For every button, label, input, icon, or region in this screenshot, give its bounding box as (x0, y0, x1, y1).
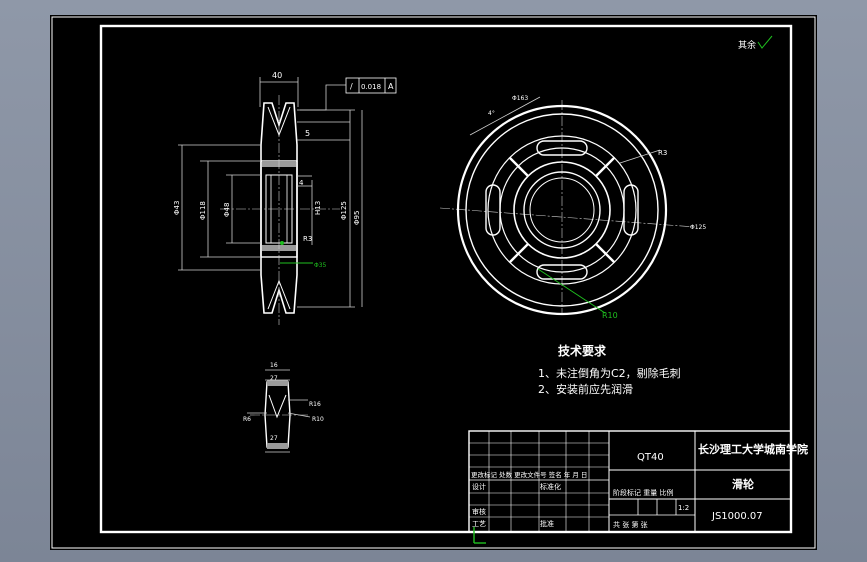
dim-r3: R3 (658, 149, 667, 157)
dim-circle-top: Φ163 (512, 95, 528, 102)
drawing-canvas: 其余 40 / 0.018 A 5 4 (51, 16, 816, 549)
left-dim-b: Φ118 (199, 201, 207, 220)
dim-angle: 4° (488, 110, 495, 117)
cad-viewport[interactable]: 其余 40 / 0.018 A 5 4 (50, 15, 817, 550)
dim-width: 40 (272, 71, 282, 80)
dim-small-r: R3 (303, 235, 312, 243)
scale-text: 1:2 (678, 504, 689, 512)
dim-ref: Φ35 (314, 262, 327, 269)
school-name: 长沙理工大学城南学院 (698, 442, 808, 456)
tolerance-frame (345, 77, 397, 94)
detail-dim-mid: 27 (270, 375, 278, 382)
tolerance-symbol: / (350, 82, 353, 91)
detail-dim-bottom: 27 (270, 435, 278, 442)
design-label: 设计 (472, 482, 486, 491)
part-name: 滑轮 (732, 477, 754, 491)
detail-dim-r16: R16 (309, 401, 321, 408)
title-block: 更改标记 处数 更改文件号 签名 年 月 日 设计 标准化 审核 工艺 批准 Q… (468, 430, 808, 533)
approve-label: 批准 (540, 519, 554, 528)
dim-r10: R10 (602, 311, 618, 320)
material-text: QT40 (637, 452, 664, 463)
dim-h13: H13 (314, 201, 322, 215)
dim-dia-d: Φ125 (340, 201, 348, 220)
detail-dim-r6: R6 (243, 416, 251, 423)
review-label: 审核 (472, 507, 486, 516)
row-marks-text: 更改标记 处数 更改文件号 签名 年 月 日 (471, 470, 587, 479)
standardize-label: 标准化 (540, 482, 561, 491)
surface-mark-text: 其余 (738, 39, 756, 51)
tolerance-value: 0.018 (361, 83, 381, 91)
detail-dim-top: 16 (270, 362, 278, 369)
inner-frame (99, 24, 793, 534)
ucs-icon (473, 527, 486, 544)
tech-req-item-1: 1、未注倒角为C2，剔除毛刺 (538, 366, 681, 380)
drawing-number: JS1000.07 (711, 511, 763, 522)
side-view: Φ163 4° R3 Φ125 R10 (439, 95, 706, 320)
outer-frame (51, 16, 816, 549)
stage-labels-text: 阶段标记 重量 比例 (613, 488, 673, 497)
left-dim-a: Φ43 (173, 201, 181, 215)
roughness-symbol-icon (757, 35, 773, 49)
tech-req-item-2: 2、安装前应先润滑 (538, 382, 633, 396)
front-view: 40 / 0.018 A 5 4 H13 Φ125 (173, 71, 397, 325)
detail-dim-r10: R10 (312, 416, 324, 423)
dim-d125: Φ125 (690, 224, 706, 231)
dim-dia-a: Φ95 (353, 211, 361, 225)
tech-req-title: 技术要求 (558, 343, 607, 358)
sheets-text: 共 张 第 张 (613, 520, 648, 529)
dim-slot: 5 (305, 129, 310, 138)
dim-4: 4 (299, 179, 304, 187)
process-label: 工艺 (472, 520, 486, 528)
tolerance-datum: A (388, 82, 394, 91)
detail-view: 16 27 27 R16 R10 R6 (243, 362, 324, 453)
left-dim-c: Φ48 (223, 203, 231, 217)
